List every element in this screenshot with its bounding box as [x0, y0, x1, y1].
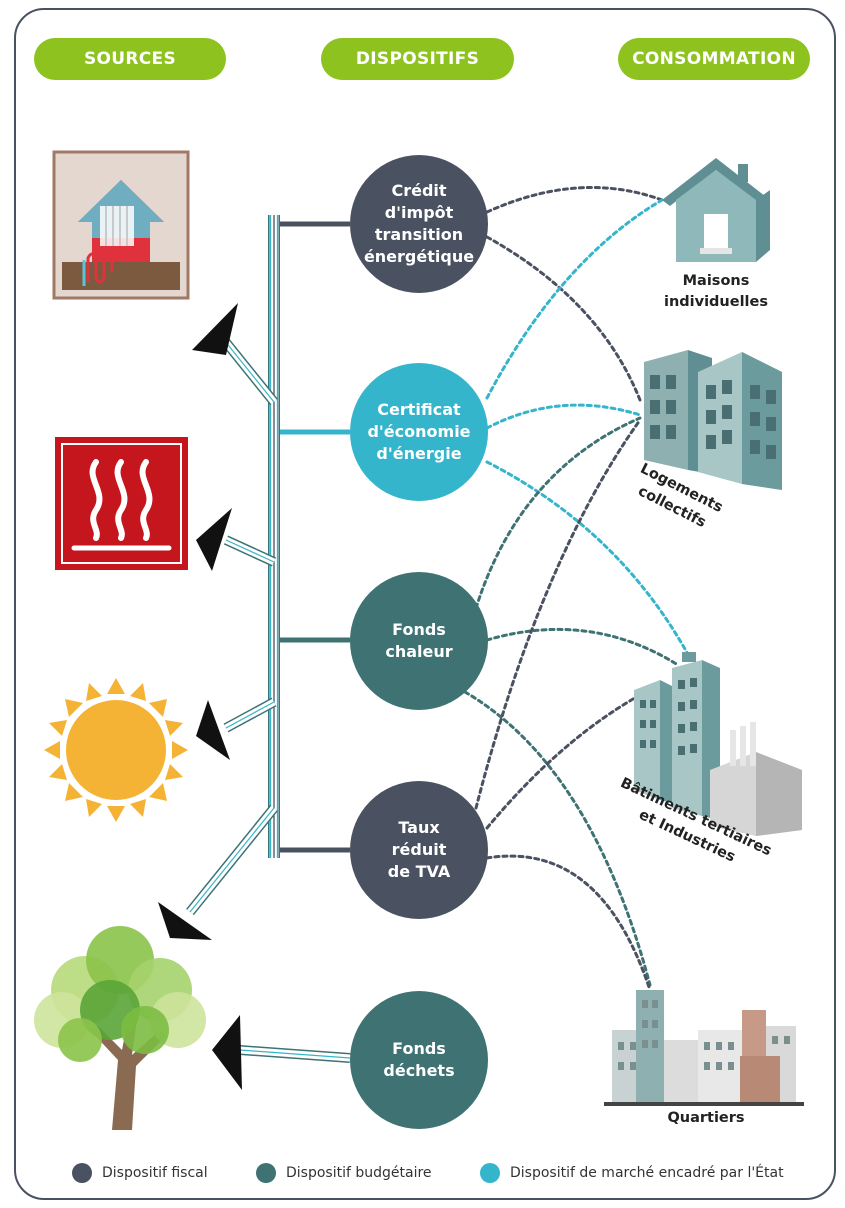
legend-dot-fiscal — [72, 1163, 92, 1183]
industry-building-icon — [634, 652, 802, 836]
header-consommation: CONSOMMATION — [618, 38, 810, 80]
legend-label-budgetaire: Dispositif budgétaire — [286, 1165, 432, 1181]
circle-credit — [350, 155, 488, 293]
pipe-branch-5 — [239, 1045, 351, 1063]
arrowhead-1 — [192, 303, 238, 355]
dispositif-circles — [350, 155, 488, 1129]
arrowhead-4 — [158, 902, 212, 940]
pipes — [158, 215, 351, 1090]
label-quartiers: Quartiers — [667, 1110, 745, 1126]
legend-dot-budgetaire — [256, 1163, 276, 1183]
arrowhead-5 — [212, 1015, 242, 1090]
link-credit-maisons — [485, 186, 664, 214]
link-chaleur-quartiers — [456, 686, 652, 987]
legend-fiscal: Dispositif fiscal — [72, 1163, 208, 1183]
header-dispositifs: DISPOSITIFS — [321, 38, 514, 80]
geothermal-heat-icon — [52, 150, 190, 300]
link-cee-batiments — [485, 460, 692, 660]
link-chaleur-batiments — [485, 627, 680, 667]
connections — [456, 186, 692, 992]
legend-budgetaire: Dispositif budgétaire — [256, 1163, 432, 1183]
header-sources: SOURCES — [34, 38, 226, 80]
pipe-branch-2 — [223, 535, 277, 567]
label-tva: Taux réduit de TVA — [387, 818, 451, 881]
link-tva-quartiers — [485, 854, 652, 992]
legend-label-marche: Dispositif de marché encadré par l'État — [510, 1165, 784, 1181]
link-credit-logements — [485, 235, 642, 402]
pipe-branch-3 — [223, 697, 277, 733]
apartment-building-icon — [644, 350, 782, 490]
legend-dot-marche — [480, 1163, 500, 1183]
house-icon — [662, 158, 770, 262]
link-tva-logements — [474, 418, 642, 810]
arrowhead-2 — [196, 508, 232, 571]
circle-dechets — [350, 991, 488, 1129]
link-cee-maisons — [485, 198, 664, 400]
neighborhood-icon — [604, 990, 804, 1106]
link-cee-logements — [485, 403, 642, 430]
circle-chaleur — [350, 572, 488, 710]
label-credit: Crédit d'impôt transition énergétique — [363, 181, 475, 266]
sun-icon — [44, 678, 188, 822]
arrowhead-3 — [196, 700, 230, 760]
label-dechets: Fonds déchets — [383, 1039, 455, 1080]
label-maisons: Maisons individuelles — [663, 273, 768, 310]
link-tva-batiments — [485, 693, 642, 830]
pipe-branch-4 — [186, 804, 278, 916]
heat-icon — [55, 437, 188, 570]
diagram-frame — [14, 8, 836, 1200]
label-cee: Certificat d'économie d'énergie — [367, 400, 471, 463]
label-chaleur: Fonds chaleur — [385, 620, 453, 661]
legend-marche: Dispositif de marché encadré par l'État — [480, 1163, 784, 1183]
link-chaleur-logements — [474, 416, 642, 610]
circle-cee — [350, 363, 488, 501]
tree-icon — [34, 926, 206, 1130]
legend-label-fiscal: Dispositif fiscal — [102, 1165, 208, 1181]
circle-tva — [350, 781, 488, 919]
